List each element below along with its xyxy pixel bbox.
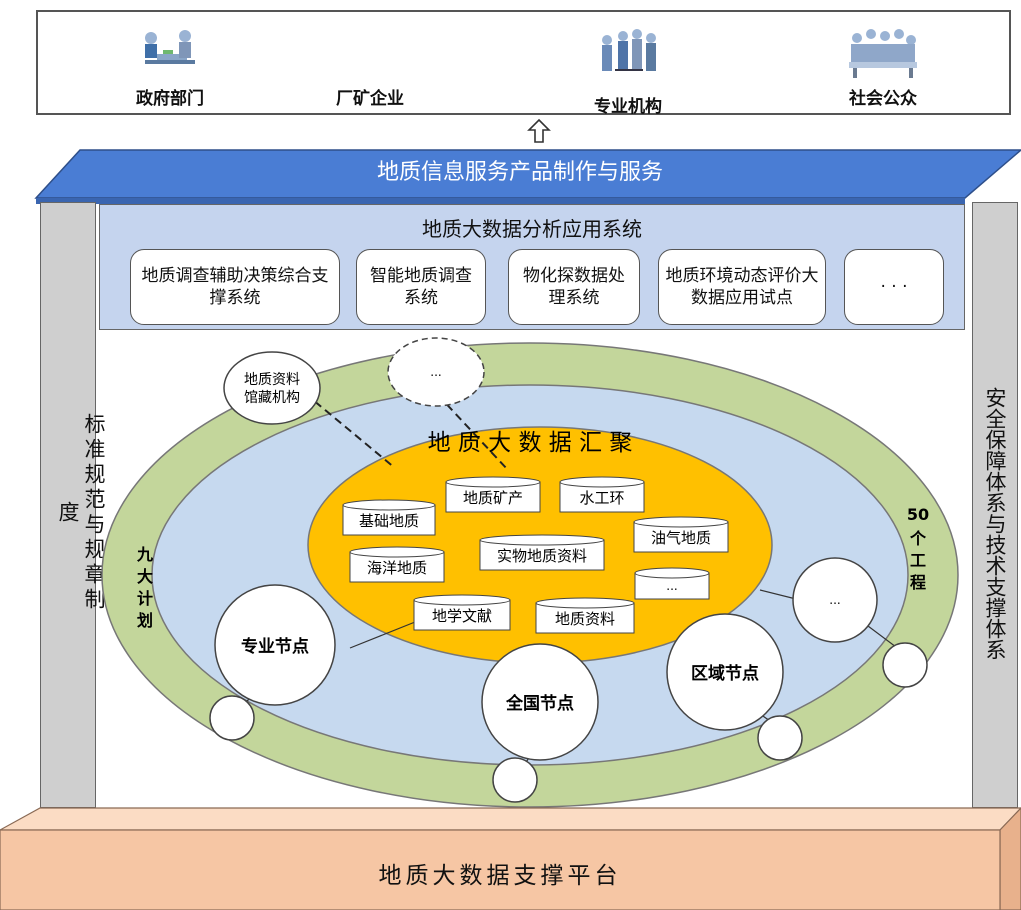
dataset-geological-data: 地质资料 xyxy=(535,597,635,634)
user-label-professional: 专业机构 xyxy=(594,97,662,117)
node-more-label: ... xyxy=(829,593,840,607)
outer-right-char-2: 个 xyxy=(909,529,927,548)
ellipsis-bubble: ... xyxy=(387,337,485,407)
user-groups-panel: 政府部门 厂矿企业 专业机构 社会公众 xyxy=(36,10,1011,117)
user-group-professional: 专业机构 xyxy=(558,12,698,117)
node-professional-label: 专业节点 xyxy=(241,636,309,657)
support-platform-label: 地质大数据支撑平台 xyxy=(378,863,622,889)
dataset-geoscience-literature: 地学文献 xyxy=(413,594,511,631)
outer-left-char-1: 九 xyxy=(136,545,153,564)
security-column: 安全保障体系与技术支撑体系 xyxy=(972,202,1018,808)
sub-node-circle-2 xyxy=(492,757,538,803)
app-box-geophysical-processing: 物化探数据处理系统 xyxy=(508,249,640,325)
analysis-system-panel: 地质大数据分析应用系统 地质调查辅助决策综合支撑系统 智能地质调查系统 物化探数… xyxy=(99,204,965,330)
dataset-label: 地学文献 xyxy=(432,607,492,625)
standards-column: 标准规范与规章制度 xyxy=(40,202,106,808)
dataset-hydro-engineering: 水工环 xyxy=(559,476,645,513)
dataset-label: 实物地质资料 xyxy=(497,547,587,565)
aggregation-title: 地 质 大 数 据 汇 聚 xyxy=(428,430,633,456)
support-platform-shape xyxy=(0,807,1021,910)
archive-label-line2: 馆藏机构 xyxy=(244,390,300,406)
service-platform-shape xyxy=(34,149,1021,204)
user-group-public: 社会公众 xyxy=(813,12,953,112)
outer-right-label: 50 个 工 程 xyxy=(907,505,929,592)
dataset-label: 基础地质 xyxy=(359,512,419,530)
public-crowd-icon xyxy=(849,29,917,78)
app-box-environment-pilot: 地质环境动态评价大数据应用试点 xyxy=(658,249,826,325)
app-box-smart-survey: 智能地质调查系统 xyxy=(356,249,486,325)
outer-right-char-4: 程 xyxy=(910,573,926,592)
dataset-physical-samples: 实物地质资料 xyxy=(479,534,605,571)
user-group-enterprise: 厂矿企业 xyxy=(300,12,440,112)
app-box-more: · · · xyxy=(844,249,944,325)
outer-left-label: 九 大 计 划 xyxy=(136,545,153,630)
node-regional: 区域节点 xyxy=(666,613,784,731)
dataset-label: 地质资料 xyxy=(555,610,615,628)
sub-node-circle-4 xyxy=(882,642,928,688)
dataset-oil-gas: 油气地质 xyxy=(633,516,729,553)
dataset-label: 海洋地质 xyxy=(367,559,427,577)
user-group-government: 政府部门 xyxy=(100,12,240,112)
outer-left-char-4: 划 xyxy=(137,611,153,630)
ellipsis-bubble-label: ... xyxy=(430,365,441,379)
dataset-marine-geology: 海洋地质 xyxy=(349,546,445,583)
dataset-more: ... xyxy=(634,567,710,600)
outer-right-char-1: 50 xyxy=(907,505,929,524)
user-label-government: 政府部门 xyxy=(136,89,204,109)
outer-left-char-3: 计 xyxy=(137,589,153,608)
sub-node-circle-1 xyxy=(209,695,255,741)
sub-node-circle-3 xyxy=(757,715,803,761)
node-national: 全国节点 xyxy=(481,643,599,761)
node-regional-label: 区域节点 xyxy=(691,663,759,684)
dataset-basic-geology: 基础地质 xyxy=(342,499,436,536)
security-label: 安全保障体系与技术支撑体系 xyxy=(983,386,1007,660)
ellipsis-connector xyxy=(437,394,509,471)
analysis-title: 地质大数据分析应用系统 xyxy=(422,217,642,241)
professionals-icon xyxy=(602,29,656,71)
node-professional: 专业节点 xyxy=(214,584,336,706)
archive-bubble: 地质资料 馆藏机构 xyxy=(223,351,321,425)
node-more: ... xyxy=(792,557,878,643)
outer-right-char-3: 工 xyxy=(910,551,926,570)
dataset-label: ... xyxy=(666,579,677,593)
app-box-decision-support: 地质调查辅助决策综合支撑系统 xyxy=(130,249,340,325)
outer-left-char-2: 大 xyxy=(137,567,153,586)
user-label-public: 社会公众 xyxy=(849,89,917,109)
node-national-label: 全国节点 xyxy=(505,693,574,714)
meeting-people-icon xyxy=(145,30,195,64)
archive-label-line1: 地质资料 xyxy=(244,372,300,388)
dataset-label: 水工环 xyxy=(579,489,624,507)
dataset-label: 油气地质 xyxy=(651,529,711,547)
standards-label: 标准规范与规章制度 xyxy=(56,413,106,613)
archive-connector xyxy=(294,384,396,469)
dataset-geology-mineral: 地质矿产 xyxy=(445,476,541,513)
dataset-label: 地质矿产 xyxy=(463,489,523,507)
service-platform-label: 地质信息服务产品制作与服务 xyxy=(376,160,663,185)
up-arrow-icon xyxy=(527,118,551,143)
user-label-enterprise: 厂矿企业 xyxy=(336,89,404,109)
